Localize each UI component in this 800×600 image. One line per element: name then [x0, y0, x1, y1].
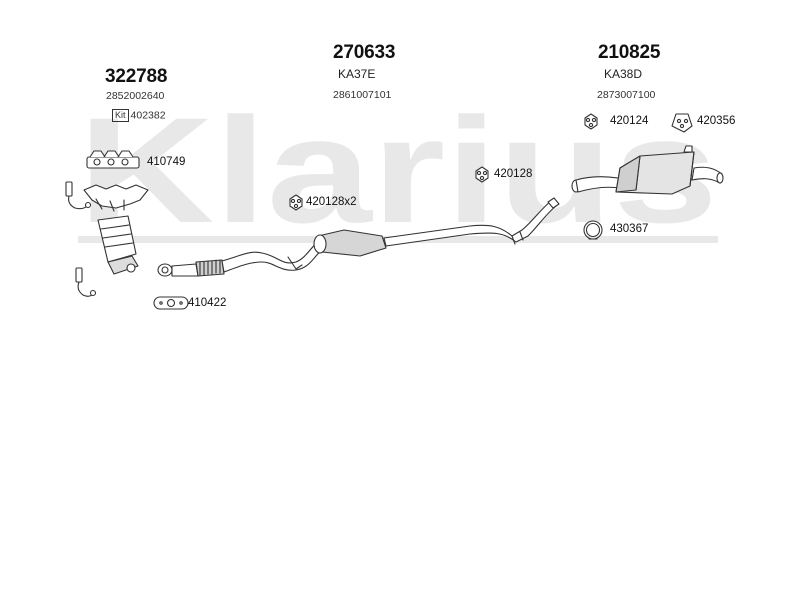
centre-silencer-pipe: [313, 197, 560, 257]
group-main-number: 270633: [333, 42, 396, 63]
kit-number: 402382: [130, 109, 166, 122]
rear-silencer: [571, 145, 724, 195]
flange-gasket-icon: [153, 296, 189, 310]
part-label-clamp-ring: 430367: [610, 223, 649, 235]
rubber-hanger-icon: [475, 166, 489, 183]
exhaust-mount-icon: [671, 113, 693, 133]
group-oem-number: 2873007100: [597, 89, 656, 101]
group-code: KA38D: [604, 67, 643, 81]
part-label-hanger-mid: 420128: [494, 168, 533, 180]
manifold-gasket: [86, 150, 140, 169]
part-label-hanger-pair: 420128x2: [306, 196, 357, 208]
watermark-logo: Klarius: [78, 86, 718, 254]
group-main-number: 210825: [598, 42, 661, 63]
group-oem-number: 2852002640: [106, 90, 165, 102]
kit-badge: Kit: [112, 109, 129, 122]
oxygen-sensor-upper: [65, 181, 92, 210]
front-pipe: [157, 241, 323, 277]
group-code: KA37E: [338, 67, 376, 81]
oxygen-sensor-lower: [75, 267, 97, 297]
rubber-hanger-icon: [584, 113, 598, 130]
manifold-catalyst: [83, 184, 149, 275]
rubber-hanger-icon: [289, 194, 303, 211]
group-main-number: 322788: [105, 66, 168, 87]
part-label-mount-rear: 420356: [697, 115, 736, 127]
part-label-gasket-manifold: 410749: [147, 156, 186, 168]
part-label-gasket-flange: 410422: [188, 297, 227, 309]
clamp-ring-icon: [583, 220, 603, 240]
part-label-hanger-rear: 420124: [610, 115, 649, 127]
group-oem-number: 2861007101: [333, 89, 392, 101]
